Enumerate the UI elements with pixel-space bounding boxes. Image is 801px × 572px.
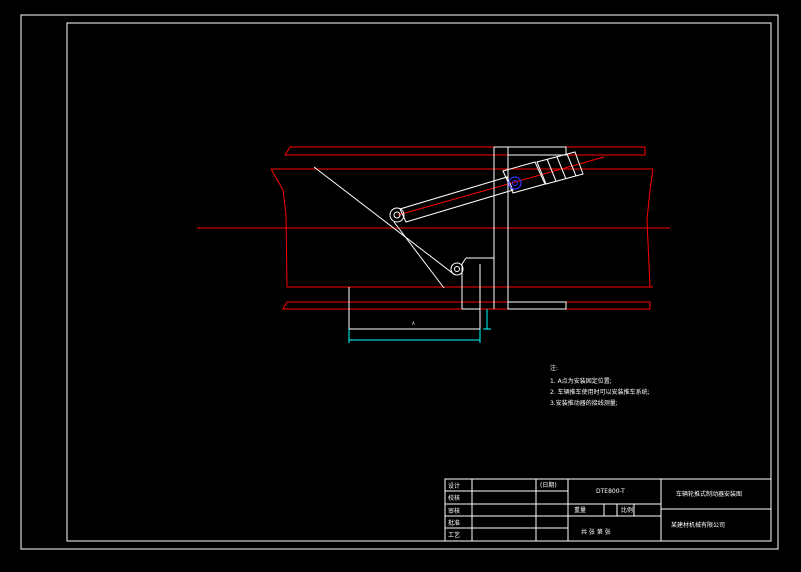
drawing-number: DTE800-T — [596, 488, 625, 495]
sheet-count: 共 张 第 张 — [581, 528, 611, 536]
hydraulic-cylinder — [389, 151, 584, 276]
company-name: 某建材机械有限公司 — [671, 521, 725, 529]
title-block — [444, 478, 772, 542]
scale-label: 比例 — [621, 506, 633, 514]
front-pivot-highlight — [508, 176, 522, 190]
mounting-bracket — [313, 146, 567, 330]
title-row-review: 审核 — [448, 507, 460, 515]
lower-belt-strip — [282, 301, 651, 310]
belt-left-end — [270, 168, 288, 288]
notes-block: 注: 1. A点为安装固定位置; 2. 车辆推车使用时可以安装推车系统; 3.安… — [550, 364, 650, 407]
drawing-title: 车辆轮推式制动器安装图 — [676, 490, 742, 498]
drawing-frame — [66, 22, 772, 542]
sheet-outer-border — [20, 14, 779, 550]
title-row-approve: 批准 — [448, 519, 460, 527]
lower-pivot — [450, 262, 464, 276]
dimension-annotation — [348, 309, 491, 343]
title-row-design: 设计 — [448, 482, 460, 490]
note-line-2: 2. 车辆推车使用时可以安装推车系统; — [550, 388, 650, 396]
conveyor-belt — [197, 146, 670, 310]
title-row-check: 校核 — [448, 494, 460, 502]
diagonal-brace — [313, 166, 456, 276]
notes-heading: 注: — [550, 364, 558, 372]
cylinder-axis-line — [397, 156, 605, 216]
weight-label: 重量 — [574, 506, 586, 514]
title-date-label: (日期) — [540, 481, 557, 489]
note-line-3: 3.安装推动器的接线测量; — [550, 399, 618, 407]
belt-right-end — [646, 168, 654, 288]
title-row-craft: 工艺 — [448, 531, 460, 539]
upper-belt-strip — [284, 146, 646, 156]
dimension-label: A — [412, 321, 415, 326]
cylinder-rear-pivot — [389, 207, 405, 223]
note-line-1: 1. A点为安装固定位置; — [550, 377, 612, 385]
